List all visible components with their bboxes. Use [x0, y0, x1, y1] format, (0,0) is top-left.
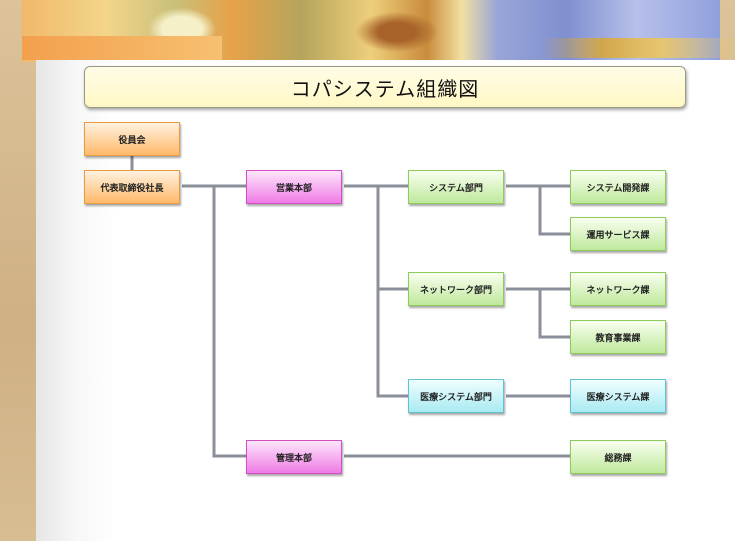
node-label: 医療システム課: [586, 392, 650, 403]
node-label: 管理本部: [275, 453, 312, 464]
node-sales-hq: 営業本部: [246, 170, 342, 204]
node-label: システム開発課: [586, 183, 650, 194]
node-label: 役員会: [118, 135, 146, 146]
title-box: コパシステム組織図: [84, 66, 686, 108]
node-medical-sect: 医療システム課: [570, 379, 666, 413]
node-opservice-sect: 運用サービス課: [570, 217, 666, 251]
node-label: 営業本部: [275, 183, 312, 194]
node-medical-dept: 医療システム部門: [408, 379, 504, 413]
connector-president-admin: [212, 186, 246, 458]
node-label: システム部門: [429, 183, 483, 194]
node-label: 総務課: [604, 453, 632, 464]
decorative-banner: [22, 0, 735, 62]
node-label: ネットワーク課: [586, 285, 650, 296]
connector-system-opservice: [538, 186, 570, 236]
node-system-dept: システム部門: [408, 170, 504, 204]
node-admin-hq: 管理本部: [246, 440, 342, 474]
connector-sales-medical: [376, 186, 408, 398]
node-sysdev-sect: システム開発課: [570, 170, 666, 204]
connector-network-education: [538, 289, 570, 339]
page-title: コパシステム組織図: [290, 76, 480, 101]
node-label: 医療システム部門: [420, 392, 492, 403]
node-label: 教育事業課: [595, 333, 641, 344]
node-education-sect: 教育事業課: [570, 320, 666, 354]
node-network-dept: ネットワーク部門: [408, 272, 504, 306]
node-label: 代表取締役社長: [100, 183, 164, 194]
banner-leaf-decoration: [352, 10, 442, 54]
node-label: 運用サービス課: [586, 230, 650, 241]
node-label: ネットワーク部門: [419, 285, 492, 296]
node-general-sect: 総務課: [570, 440, 666, 474]
banner-grain-decoration: [542, 38, 735, 58]
node-network-sect: ネットワーク課: [570, 272, 666, 306]
banner-orange-strip: [22, 36, 222, 60]
node-board: 役員会: [84, 122, 180, 156]
node-president: 代表取締役社長: [84, 170, 180, 204]
